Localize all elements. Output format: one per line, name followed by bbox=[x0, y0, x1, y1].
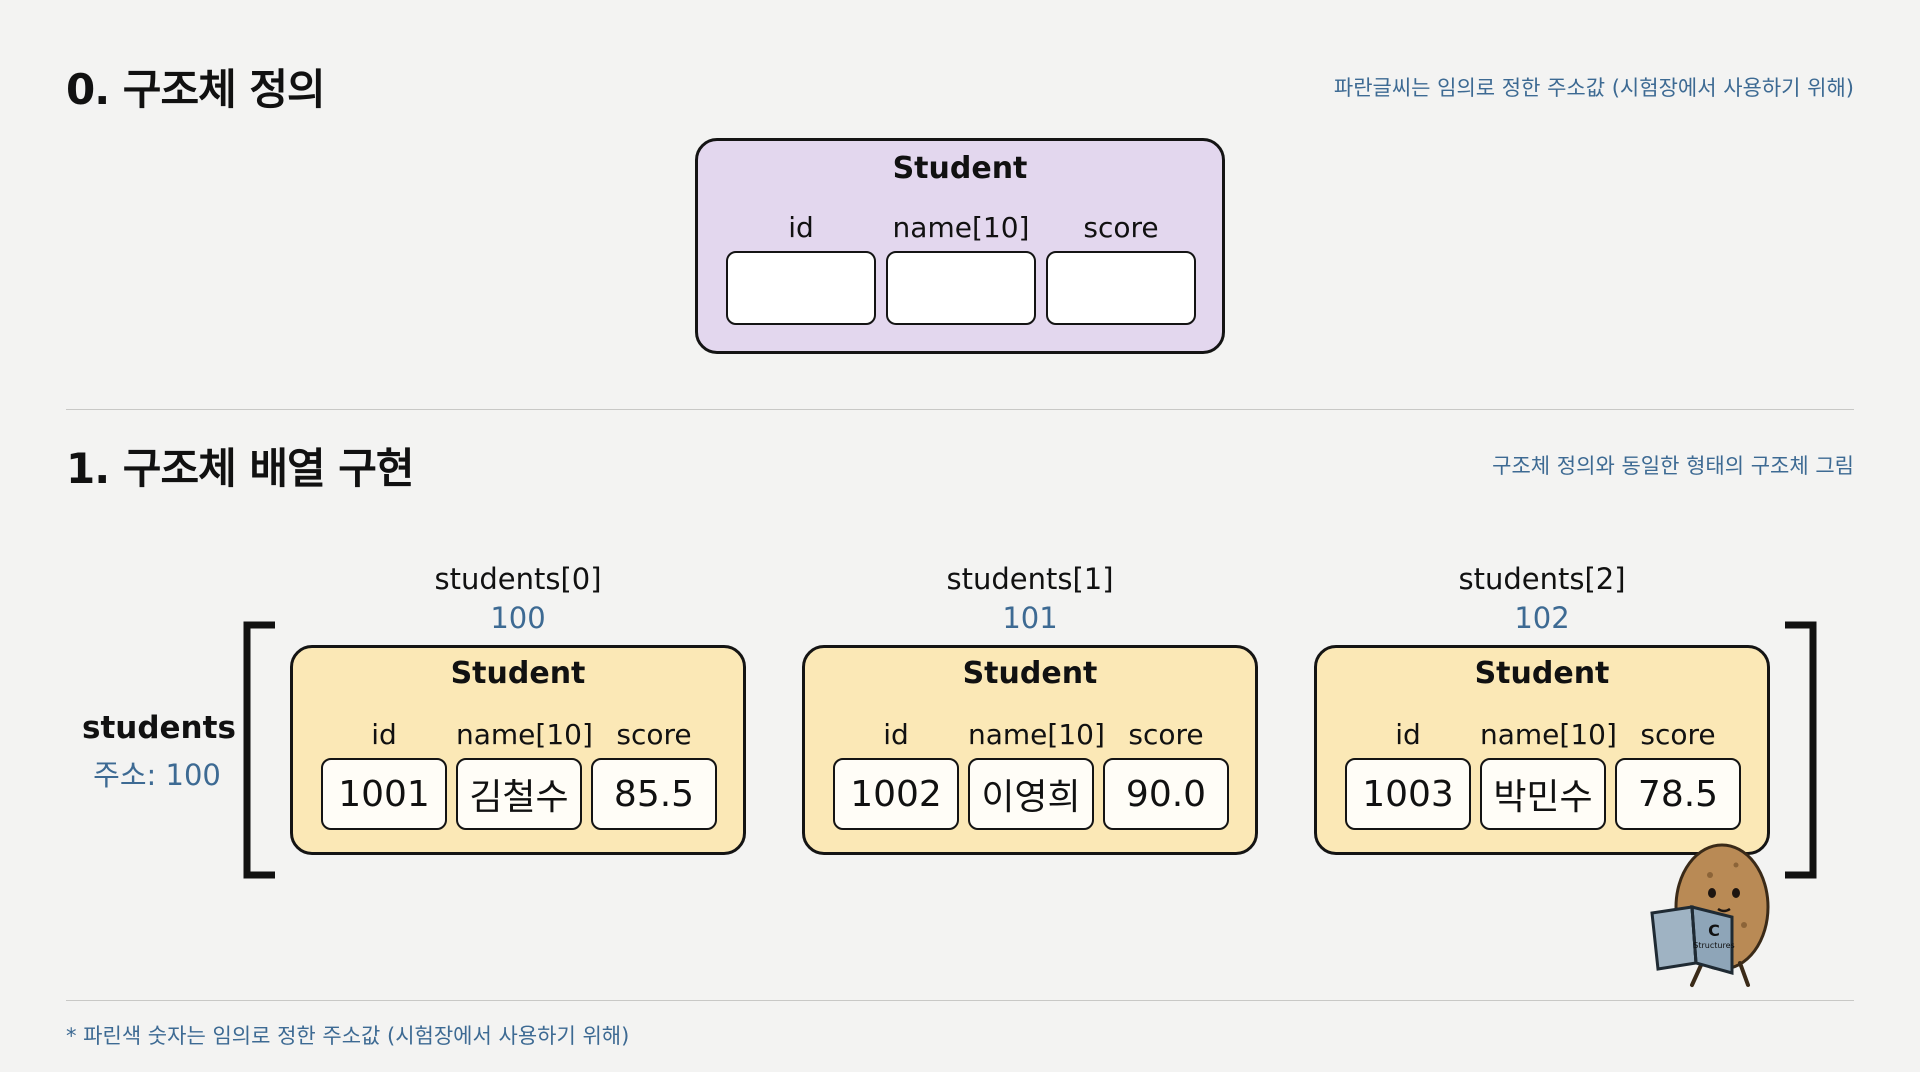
value-cell-score: 90.0 bbox=[1103, 758, 1229, 830]
array-address: 주소: 100 bbox=[93, 758, 221, 792]
book-title: C bbox=[1708, 921, 1720, 940]
section-title-array: 1. 구조체 배열 구현 bbox=[66, 444, 415, 493]
left-bracket-icon bbox=[243, 621, 275, 879]
struct-name: Student bbox=[1474, 656, 1610, 691]
value-cell-name: 박민수 bbox=[1480, 758, 1606, 830]
struct-name: Student bbox=[892, 151, 1028, 186]
value-cell-score: 78.5 bbox=[1615, 758, 1741, 830]
student-struct-2: Student id name[10] score 1003 박민수 78.5 bbox=[1314, 645, 1770, 855]
value-cell-score: 85.5 bbox=[591, 758, 717, 830]
element-address-0: 100 bbox=[490, 601, 546, 635]
field-cell-name bbox=[886, 251, 1036, 325]
right-bracket-icon bbox=[1785, 621, 1817, 879]
footer-divider bbox=[66, 1000, 1854, 1001]
element-address-1: 101 bbox=[1002, 601, 1058, 635]
value-cell-id: 1003 bbox=[1345, 758, 1471, 830]
footer-note: * 파린색 숫자는 임의로 정한 주소값 (시험장에서 사용하기 위해) bbox=[66, 1024, 630, 1048]
field-label-name: name[10] bbox=[1480, 718, 1617, 751]
field-label-name: name[10] bbox=[456, 718, 593, 751]
field-label-name: name[10] bbox=[892, 211, 1030, 244]
potato-mascot: C Structures bbox=[1640, 835, 1790, 995]
value-cell-id: 1001 bbox=[321, 758, 447, 830]
array-name: students bbox=[82, 710, 236, 746]
address-note: 파란글씨는 임의로 정한 주소값 (시험장에서 사용하기 위해) bbox=[1333, 76, 1854, 100]
section-divider bbox=[66, 409, 1854, 410]
field-label-id: id bbox=[371, 718, 397, 751]
student-struct-0: Student id name[10] score 1001 김철수 85.5 bbox=[290, 645, 746, 855]
section-title-definition: 0. 구조체 정의 bbox=[66, 65, 326, 114]
field-label-score: score bbox=[616, 718, 692, 751]
field-label-score: score bbox=[1083, 211, 1159, 244]
field-label-score: score bbox=[1640, 718, 1716, 751]
element-label-0: students[0] bbox=[434, 562, 602, 596]
struct-name: Student bbox=[962, 656, 1098, 691]
potato-mascot-icon bbox=[1650, 843, 1770, 987]
student-struct-1: Student id name[10] score 1002 이영희 90.0 bbox=[802, 645, 1258, 855]
value-cell-name: 김철수 bbox=[456, 758, 582, 830]
field-cell-id bbox=[726, 251, 876, 325]
struct-definition-box: Student id name[10] score bbox=[695, 138, 1225, 354]
element-label-1: students[1] bbox=[946, 562, 1114, 596]
field-label-id: id bbox=[1395, 718, 1421, 751]
field-label-id: id bbox=[788, 211, 814, 244]
diagram-note: 구조체 정의와 동일한 형태의 구조체 그림 bbox=[1492, 454, 1854, 478]
value-cell-name: 이영희 bbox=[968, 758, 1094, 830]
book-subtitle: Structures bbox=[1693, 941, 1735, 950]
value-cell-id: 1002 bbox=[833, 758, 959, 830]
element-address-2: 102 bbox=[1514, 601, 1570, 635]
field-label-score: score bbox=[1128, 718, 1204, 751]
field-label-id: id bbox=[883, 718, 909, 751]
struct-name: Student bbox=[450, 656, 586, 691]
field-cell-score bbox=[1046, 251, 1196, 325]
element-label-2: students[2] bbox=[1458, 562, 1626, 596]
field-label-name: name[10] bbox=[968, 718, 1105, 751]
